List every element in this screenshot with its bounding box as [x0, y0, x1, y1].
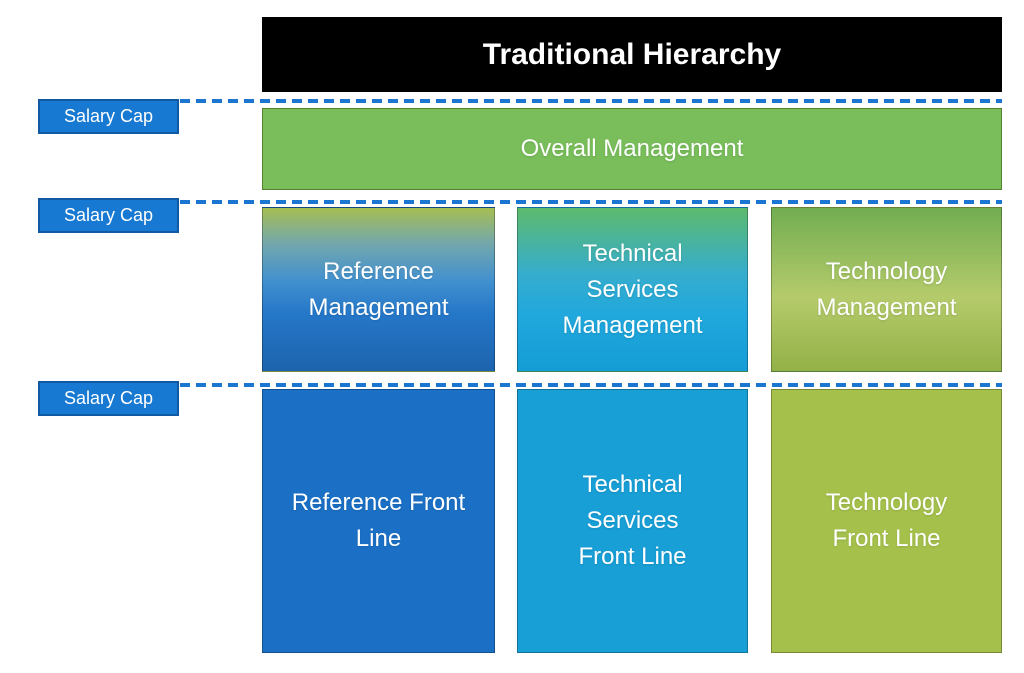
technology-management-box: Technology Management — [771, 207, 1002, 372]
diagram-title-bar: Traditional Hierarchy — [262, 17, 1002, 92]
salary-cap-label: Salary Cap — [63, 388, 154, 408]
overall-management-label: Overall Management — [520, 135, 744, 162]
diagram-title: Traditional Hierarchy — [482, 37, 782, 71]
reference-front-line-box: Reference Front Line — [262, 389, 495, 653]
overall-management-box: Overall Management — [262, 108, 1002, 190]
technical-services-front-line-box: Technical Services Front Line — [517, 389, 748, 653]
technology-front-line-label: Technology Front Line — [825, 489, 948, 552]
salary-cap-badge-2: Salary Cap — [38, 198, 179, 233]
technology-management-label: Technology Management — [816, 257, 957, 321]
technical-services-management-label: Technical Services Management — [562, 239, 703, 339]
salary-cap-dashed-line-3 — [180, 383, 1002, 387]
reference-front-line-label: Reference Front Line — [291, 489, 466, 552]
salary-cap-dashed-line-2 — [180, 200, 1002, 204]
technical-services-front-line-label: Technical Services Front Line — [578, 471, 687, 570]
salary-cap-dashed-line-1 — [180, 99, 1002, 103]
technical-services-management-box: Technical Services Management — [517, 207, 748, 372]
reference-management-label: Reference Management — [308, 257, 449, 321]
technology-front-line-box: Technology Front Line — [771, 389, 1002, 653]
reference-management-box: Reference Management — [262, 207, 495, 372]
salary-cap-badge-1: Salary Cap — [38, 99, 179, 134]
salary-cap-label: Salary Cap — [63, 205, 154, 225]
salary-cap-label: Salary Cap — [63, 106, 154, 126]
salary-cap-badge-3: Salary Cap — [38, 381, 179, 416]
